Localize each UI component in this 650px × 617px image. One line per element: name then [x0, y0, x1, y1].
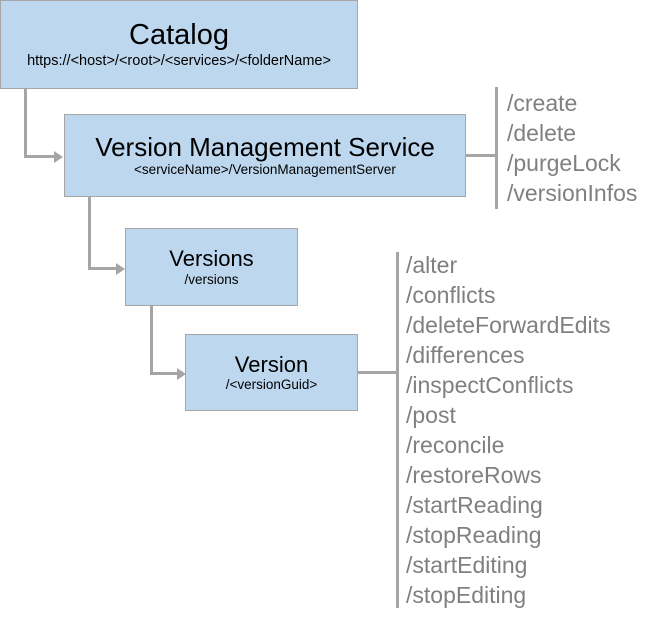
node-version-subtitle: /<versionGuid>: [225, 377, 318, 392]
operation-version-10[interactable]: /startEditing: [406, 552, 528, 578]
connector-catalog-to-vms-horizontal: [24, 155, 56, 158]
operation-version-9[interactable]: /stopReading: [406, 522, 542, 548]
arrowhead-versions-to-version-icon: [177, 367, 186, 380]
node-versions[interactable]: Versions /versions: [125, 228, 298, 306]
operations-list-vms: /create/delete/purgeLock/versionInfos: [507, 88, 637, 208]
node-version[interactable]: Version /<versionGuid>: [185, 334, 358, 411]
operation-vms-3[interactable]: /versionInfos: [507, 180, 638, 206]
arrowhead-catalog-to-vms-icon: [54, 150, 63, 163]
operations-list-version: /alter/conflicts/deleteForwardEdits/diff…: [406, 250, 611, 610]
operation-vms-2[interactable]: /purgeLock: [507, 150, 621, 176]
connector-vms-to-versions-vertical: [88, 197, 91, 269]
node-catalog[interactable]: Catalog https://<host>/<root>/<services>…: [0, 0, 358, 89]
node-version-management-service[interactable]: Version Management Service <serviceName>…: [64, 114, 466, 197]
bracket-vms-operations: [495, 87, 498, 209]
node-version-management-service-subtitle: <serviceName>/VersionManagementServer: [134, 162, 396, 178]
operation-version-7[interactable]: /restoreRows: [406, 462, 542, 488]
operation-version-6[interactable]: /reconcile: [406, 432, 505, 458]
operation-version-5[interactable]: /post: [406, 402, 456, 428]
node-versions-title: Versions: [169, 246, 254, 272]
operation-version-2[interactable]: /deleteForwardEdits: [406, 312, 611, 338]
operation-version-11[interactable]: /stopEditing: [406, 582, 527, 608]
operation-version-4[interactable]: /inspectConflicts: [406, 372, 574, 398]
connector-versions-to-version-vertical: [150, 306, 153, 374]
node-version-management-service-title: Version Management Service: [95, 131, 435, 162]
operation-vms-0[interactable]: /create: [507, 90, 578, 116]
connector-version-to-operations: [358, 371, 398, 374]
node-version-title: Version: [234, 351, 309, 377]
operation-version-8[interactable]: /startReading: [406, 492, 543, 518]
operation-vms-1[interactable]: /delete: [507, 120, 577, 146]
connector-catalog-to-vms-vertical: [24, 89, 27, 157]
operation-version-3[interactable]: /differences: [406, 342, 525, 368]
node-catalog-title: Catalog: [129, 18, 229, 51]
connector-versions-to-version-horizontal: [150, 372, 179, 375]
node-versions-subtitle: /versions: [184, 271, 239, 287]
node-catalog-subtitle: https://<host>/<root>/<services>/<folder…: [27, 52, 331, 69]
connector-vms-to-operations: [466, 154, 496, 157]
operation-version-1[interactable]: /conflicts: [406, 282, 496, 308]
arrowhead-vms-to-versions-icon: [116, 262, 125, 275]
operation-version-0[interactable]: /alter: [406, 252, 458, 278]
connector-vms-to-versions-horizontal: [88, 267, 118, 270]
bracket-version-operations: [396, 252, 399, 608]
